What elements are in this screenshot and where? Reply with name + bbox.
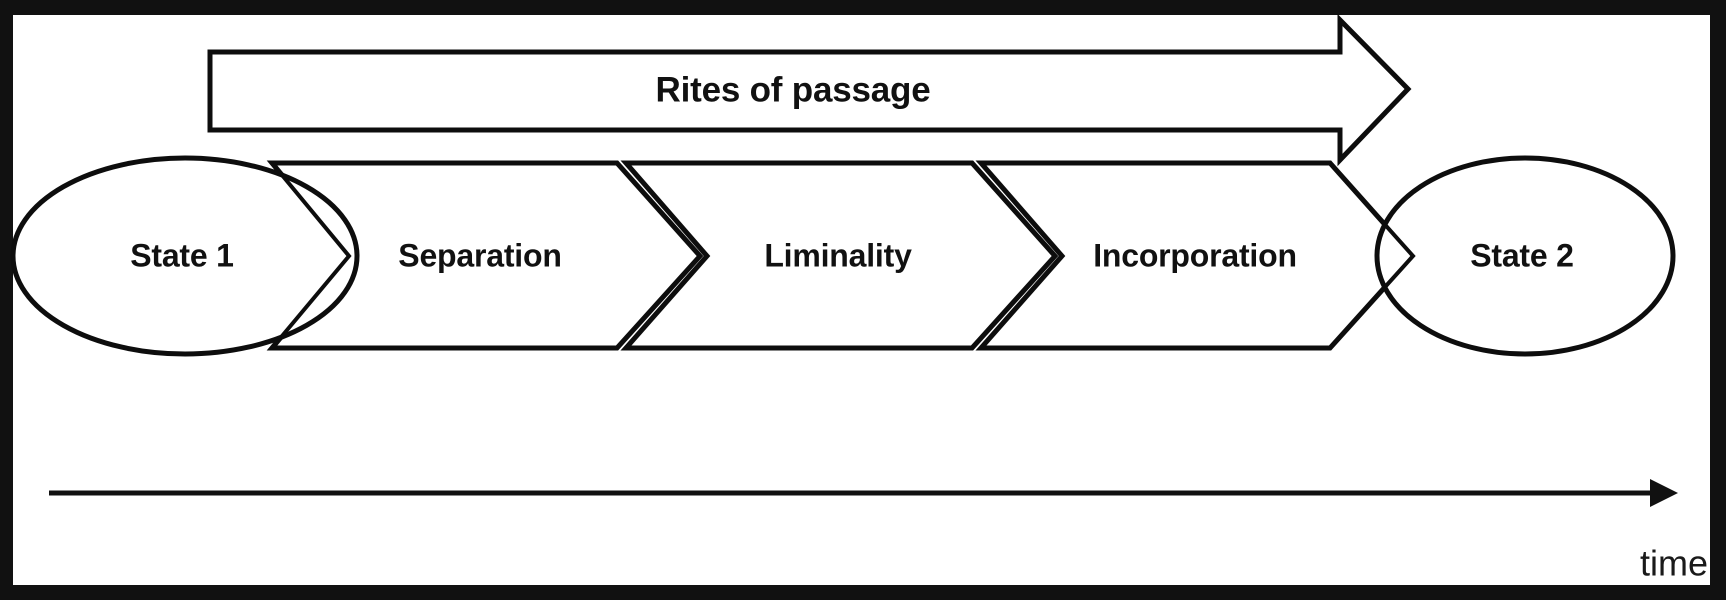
time-axis: time	[49, 479, 1708, 584]
stage-label-incorporation: Incorporation	[1093, 237, 1297, 273]
stage-chevron-liminality: Liminality	[620, 160, 1059, 351]
time-axis-arrowhead	[1650, 479, 1678, 507]
incorporation-right-tip	[1328, 161, 1416, 350]
rites-of-passage-arrow: Rites of passage	[207, 13, 1412, 167]
stage-label-separation: Separation	[398, 237, 561, 273]
end-state-node: State 2	[1374, 155, 1676, 357]
start-state-label: State 1	[130, 237, 234, 273]
stage-label-liminality: Liminality	[764, 237, 912, 273]
end-state-label: State 2	[1470, 237, 1574, 273]
start-state-node: State 1	[10, 155, 360, 357]
stage-chevron-separation: Separation	[266, 160, 704, 351]
separation-left-notch	[270, 161, 352, 350]
time-axis-label: time	[1640, 543, 1708, 584]
rites-of-passage-label: Rites of passage	[656, 70, 931, 109]
